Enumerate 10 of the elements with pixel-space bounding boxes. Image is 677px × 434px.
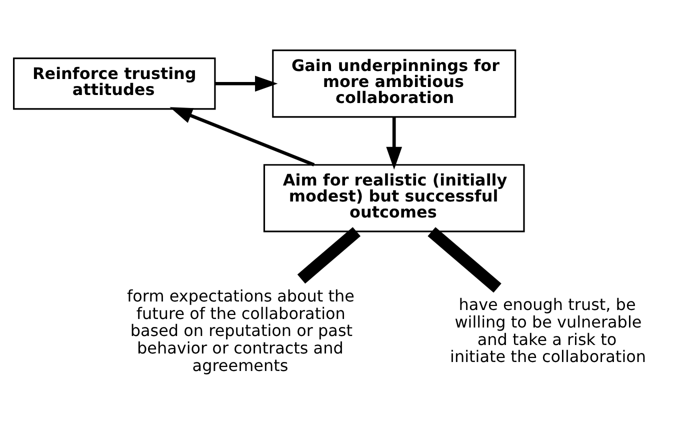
connector [297, 226, 361, 284]
node-text: have enough trust, be willing to be vulnerable and take a risk to initiate the collaboration [450, 294, 646, 366]
arrow [215, 75, 278, 92]
node-box: Reinforce trusting attitudes [13, 57, 216, 110]
arrow [386, 116, 402, 170]
connector [428, 226, 502, 292]
node-box: Aim for realistic (initially modest) but successful outcomes [263, 164, 525, 232]
node-box: Gain underpinnings for more ambitious collaboration [272, 49, 516, 118]
node-text: form expectations about the future of the collaboration based on reputation or past behavior or contracts and agreements [127, 286, 354, 374]
arrow [170, 106, 315, 166]
